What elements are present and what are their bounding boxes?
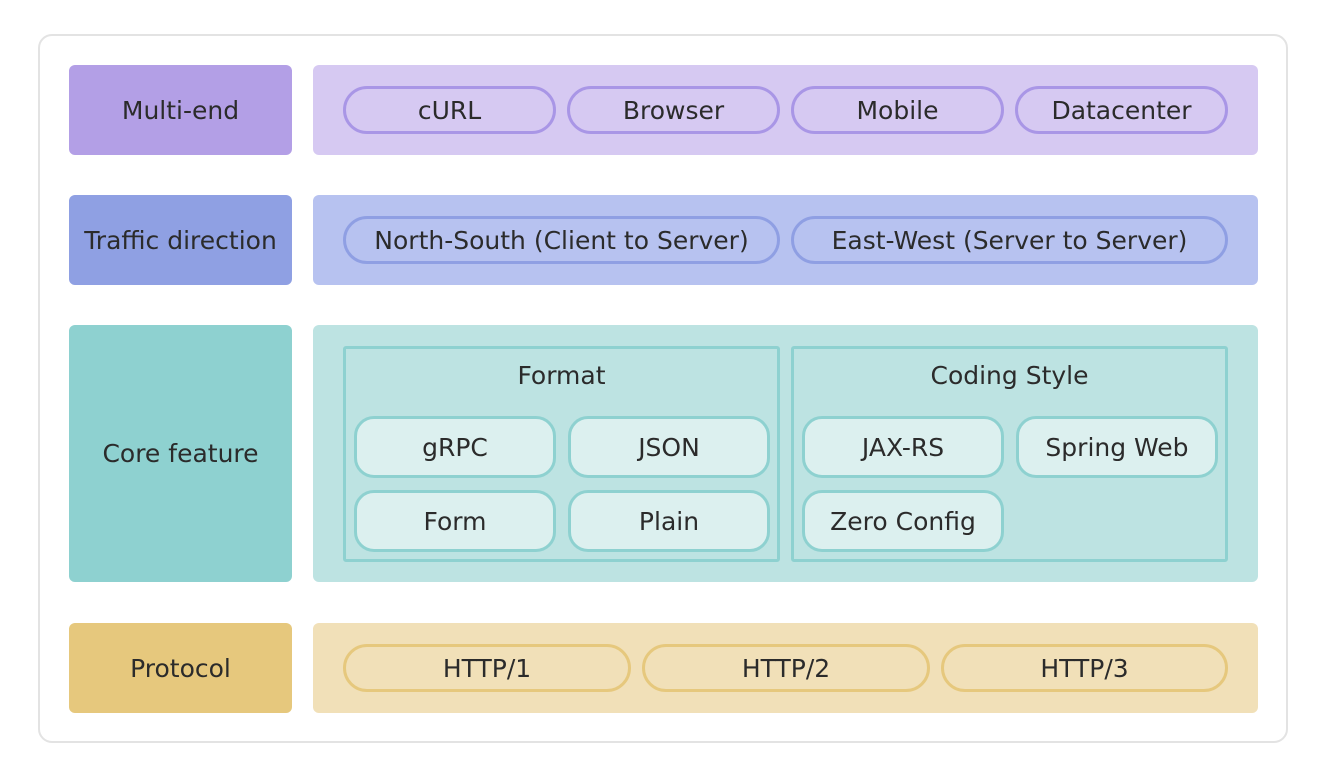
group-format: Format gRPC JSON Form Plain [343,346,780,562]
group-title-format: Format [517,361,606,390]
row-band-multi-end: cURL Browser Mobile Datacenter [313,65,1258,155]
pill-north-south: North-South (Client to Server) [343,216,780,264]
chip-form: Form [354,490,556,552]
pill-datacenter: Datacenter [1015,86,1228,134]
pill-http1: HTTP/1 [343,644,631,692]
chip-jax-rs: JAX-RS [802,416,1004,478]
row-band-core-feature: Format gRPC JSON Form Plain Coding Style… [313,325,1258,582]
pill-east-west: East-West (Server to Server) [791,216,1228,264]
row-label-core-feature: Core feature [69,325,292,582]
chip-spring-web: Spring Web [1016,416,1218,478]
row-label-protocol: Protocol [69,623,292,713]
pill-http3: HTTP/3 [941,644,1228,692]
pill-http2: HTTP/2 [642,644,930,692]
group-coding-style: Coding Style JAX-RS Spring Web Zero Conf… [791,346,1228,562]
group-title-coding-style: Coding Style [930,361,1089,390]
row-band-protocol: HTTP/1 HTTP/2 HTTP/3 [313,623,1258,713]
pill-curl: cURL [343,86,556,134]
pill-browser: Browser [567,86,780,134]
chip-zero-config: Zero Config [802,490,1004,552]
chip-json: JSON [568,416,770,478]
chip-grpc: gRPC [354,416,556,478]
chip-plain: Plain [568,490,770,552]
row-band-traffic-direction: North-South (Client to Server) East-West… [313,195,1258,285]
pill-mobile: Mobile [791,86,1004,134]
row-label-traffic-direction: Traffic direction [69,195,292,285]
row-label-multi-end: Multi-end [69,65,292,155]
